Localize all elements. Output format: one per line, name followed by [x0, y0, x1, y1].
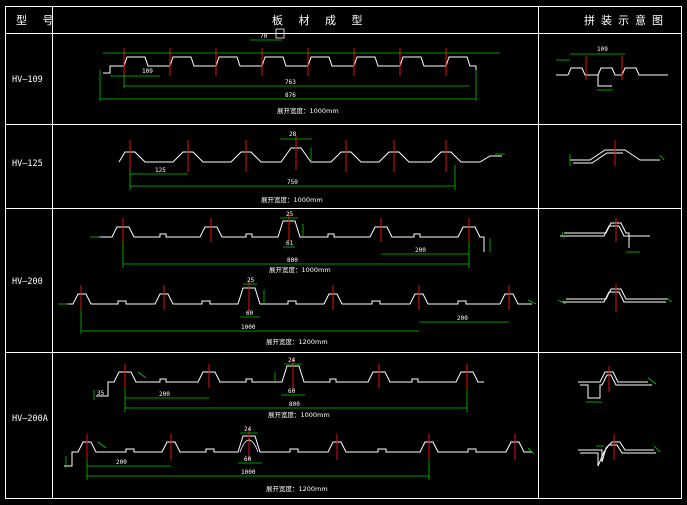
assembly-hv125 [569, 140, 665, 166]
caption-hv109: 展开宽度：1000mm [277, 106, 339, 115]
svg-text:800: 800 [287, 257, 298, 264]
table-grid [5, 6, 682, 499]
caption-hv200-a: 展开宽度：1000mm [269, 265, 331, 274]
assembly-hv109: 109 [556, 46, 668, 91]
svg-text:876: 876 [285, 92, 296, 99]
model-hv125: HV—125 [12, 159, 43, 169]
svg-text:24: 24 [244, 426, 252, 433]
svg-text:1000: 1000 [241, 469, 256, 476]
svg-text:109: 109 [142, 68, 153, 75]
profile-hv200-a: 25 61 200 800 展开宽度：1000mm [90, 211, 491, 274]
model-hv200a: HV—200A [12, 414, 48, 424]
svg-text:200: 200 [457, 315, 468, 322]
svg-text:750: 750 [287, 179, 298, 186]
svg-text:60: 60 [288, 388, 296, 395]
svg-text:60: 60 [246, 310, 254, 317]
svg-text:60: 60 [244, 456, 252, 463]
profile-hv200a-a: 24 35 60 200 800 展开宽度：1000mm [93, 357, 484, 419]
assembly-hv200a [578, 366, 661, 467]
svg-text:125: 125 [155, 167, 166, 174]
assembly-hv200 [557, 218, 673, 312]
svg-text:25: 25 [286, 211, 294, 218]
profile-hv200a-b: 24 60 200 1000 展开宽度：1200mm [64, 426, 535, 493]
svg-text:61: 61 [286, 240, 294, 247]
profile-hv125: 28 125 750 展开宽度：1000mm [118, 131, 505, 204]
svg-text:25: 25 [247, 277, 255, 284]
svg-text:109: 109 [597, 46, 608, 53]
header-profile: 板 材 成 型 [272, 13, 369, 27]
svg-text:200: 200 [116, 459, 127, 466]
header-model: 型 号 [16, 13, 60, 27]
caption-hv200-b: 展开宽度：1200mm [266, 337, 328, 346]
svg-text:800: 800 [289, 401, 300, 408]
svg-text:200: 200 [415, 247, 426, 254]
svg-text:1000: 1000 [241, 324, 256, 331]
svg-text:200: 200 [159, 391, 170, 398]
svg-text:35: 35 [97, 390, 105, 397]
model-hv109: HV—109 [12, 75, 43, 85]
profile-hv200-b: 25 60 200 1000 展开宽度：1200mm [58, 277, 537, 346]
model-hv200: HV—200 [12, 277, 43, 287]
svg-text:70: 70 [260, 33, 268, 40]
header-assembly: 拼装示意图 [584, 13, 669, 27]
svg-text:28: 28 [289, 131, 297, 138]
profile-hv109: 70 109 763 876 展开宽度：1000mm [99, 28, 500, 115]
svg-text:24: 24 [288, 357, 296, 364]
caption-hv200a-a: 展开宽度：1000mm [268, 410, 330, 419]
caption-hv125: 展开宽度：1000mm [261, 195, 323, 204]
svg-text:763: 763 [285, 79, 296, 86]
caption-hv200a-b: 展开宽度：1200mm [266, 484, 328, 493]
